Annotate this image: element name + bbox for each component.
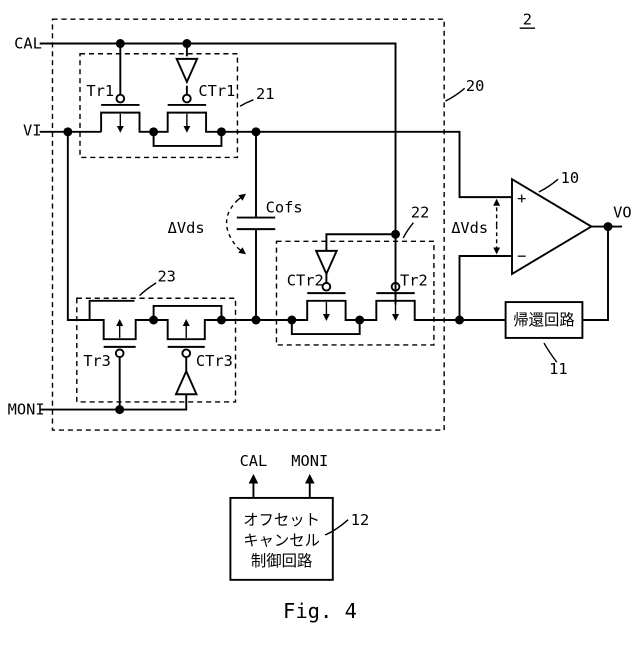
controller-line-2: キャンセル bbox=[243, 531, 320, 549]
label-10: 10 bbox=[539, 169, 579, 192]
ctr1-inverter bbox=[177, 59, 197, 82]
svg-text:2: 2 bbox=[523, 10, 532, 28]
svg-text:CAL: CAL bbox=[14, 35, 42, 53]
svg-text:12: 12 bbox=[351, 511, 370, 529]
tr3-gate-bubble bbox=[116, 349, 124, 357]
figure-number: 2 bbox=[520, 10, 535, 28]
ctr3-inverter bbox=[176, 371, 196, 394]
label-20: 20 bbox=[445, 77, 484, 101]
ctr3-bubble bbox=[182, 349, 190, 357]
svg-text:Tr3: Tr3 bbox=[83, 352, 111, 370]
svg-text:22: 22 bbox=[411, 204, 430, 222]
svg-text:VO: VO bbox=[613, 204, 632, 222]
module-box-20 bbox=[52, 19, 444, 430]
svg-text:ΔVds: ΔVds bbox=[168, 219, 205, 237]
label-tr2: Tr2 bbox=[400, 271, 428, 289]
label-vo: VO bbox=[613, 204, 632, 222]
controller-line-3: 制御回路 bbox=[251, 552, 312, 570]
controller-moni-label: MONI bbox=[291, 452, 328, 470]
svg-text:Cofs: Cofs bbox=[266, 198, 303, 216]
wire-bottom-left bbox=[90, 301, 135, 320]
svg-text:23: 23 bbox=[157, 268, 176, 286]
feedback-label: 帰還回路 bbox=[513, 311, 574, 329]
ctr1-bubble bbox=[183, 95, 191, 103]
label-22: 22 bbox=[403, 204, 429, 238]
ctr3-channel bbox=[154, 320, 222, 339]
ctr2-drain bbox=[292, 320, 360, 334]
label-12: 12 bbox=[325, 511, 369, 535]
label-11: 11 bbox=[544, 343, 568, 378]
figure-caption: Fig. 4 bbox=[283, 599, 357, 623]
label-21: 21 bbox=[240, 85, 275, 106]
label-vi: VI bbox=[23, 122, 42, 140]
tr3-top-link bbox=[154, 306, 222, 320]
junction-dots bbox=[63, 39, 612, 414]
label-dvds-right: ΔVds bbox=[451, 219, 488, 237]
svg-text:11: 11 bbox=[549, 360, 568, 378]
svg-text:VI: VI bbox=[23, 122, 42, 140]
tr1-channel bbox=[101, 113, 153, 132]
svg-text:21: 21 bbox=[256, 85, 275, 103]
svg-text:20: 20 bbox=[466, 77, 485, 95]
op-amp-plus: + bbox=[517, 190, 526, 208]
svg-text:CTr2: CTr2 bbox=[287, 271, 324, 289]
svg-text:Tr2: Tr2 bbox=[400, 271, 428, 289]
tr1-gate-bubble bbox=[116, 95, 124, 103]
wire-vi-left-vertical bbox=[68, 132, 90, 320]
label-ctr1: CTr1 bbox=[198, 82, 235, 100]
controller-cal-label: CAL bbox=[240, 452, 268, 470]
svg-text:CTr1: CTr1 bbox=[198, 82, 235, 100]
controller-line-1: オフセット bbox=[243, 511, 320, 529]
label-ctr2: CTr2 bbox=[287, 271, 324, 289]
wire-ctr2-feed bbox=[326, 234, 395, 251]
label-ctr3: CTr3 bbox=[196, 352, 233, 370]
svg-text:ΔVds: ΔVds bbox=[451, 219, 488, 237]
dvds-left-arc bbox=[227, 200, 239, 249]
label-tr3: Tr3 bbox=[83, 352, 111, 370]
svg-text:MONI: MONI bbox=[8, 401, 45, 419]
op-amp-minus: − bbox=[517, 247, 526, 265]
wire-node-a bbox=[221, 132, 512, 197]
svg-text:Tr1: Tr1 bbox=[86, 82, 114, 100]
label-tr1: Tr1 bbox=[86, 82, 114, 100]
switch-box-23 bbox=[77, 298, 236, 402]
svg-text:10: 10 bbox=[561, 169, 580, 187]
ctr2-inverter bbox=[316, 251, 336, 274]
tr1-drain bbox=[154, 132, 222, 146]
label-dvds-left: ΔVds bbox=[168, 219, 205, 237]
label-moni: MONI bbox=[8, 401, 45, 419]
tr3-channel bbox=[90, 320, 154, 339]
label-cal: CAL bbox=[14, 35, 42, 53]
label-23: 23 bbox=[140, 268, 176, 296]
wire-inverting bbox=[460, 256, 512, 320]
label-cofs: Cofs bbox=[266, 198, 303, 216]
wire-feedback-out bbox=[582, 227, 608, 320]
svg-text:CTr3: CTr3 bbox=[196, 352, 233, 370]
